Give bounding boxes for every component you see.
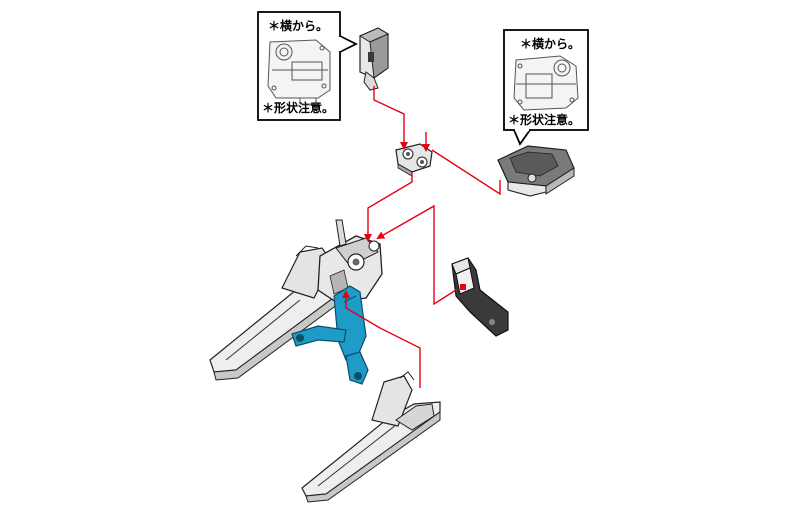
callout-1-part-sketch <box>267 39 331 105</box>
part-dark-bracket <box>451 257 509 337</box>
arrow-bracket-to-body <box>376 204 457 306</box>
part-gearbox-cover <box>497 145 575 197</box>
part-lower-boom <box>301 371 441 503</box>
callout-2-part-sketch <box>513 55 579 111</box>
callout-2-line-1: ＊横から。 <box>520 36 580 51</box>
callout-2-line-2: ＊形状注意。 <box>508 112 580 127</box>
callout-box-side-view-1: ＊横から。 ＊形状注意。 <box>257 11 359 121</box>
part-top-cylinder <box>358 27 390 91</box>
part-blue-bracket <box>291 285 369 385</box>
callout-1-line-2: ＊形状注意。 <box>262 100 334 115</box>
arrow-top-part-to-joint <box>373 86 408 150</box>
arrow-cover-to-joint <box>431 149 501 196</box>
callout-1-line-1: ＊横から。 <box>268 18 328 33</box>
assembly-arrows <box>342 86 501 388</box>
arrow-boom-to-body <box>342 290 421 388</box>
arrow-joint-to-body <box>364 172 413 242</box>
callout-box-side-view-2: ＊横から。 ＊形状注意。 <box>503 29 589 146</box>
part-main-body <box>209 219 383 381</box>
